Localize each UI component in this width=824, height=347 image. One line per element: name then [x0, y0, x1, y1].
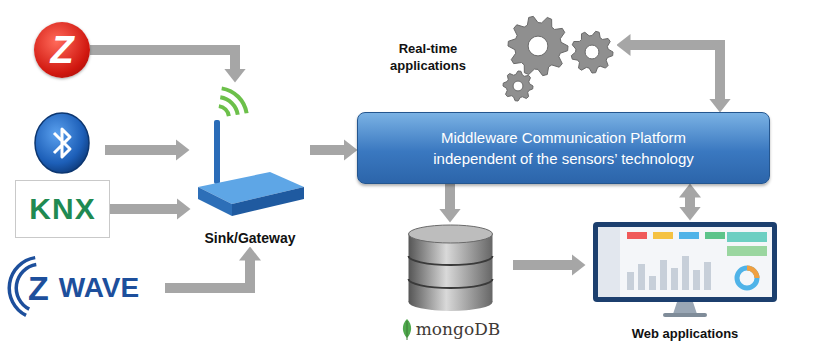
- db-ring: [409, 279, 493, 288]
- db-top: [409, 225, 493, 243]
- mongodb-label: mongoDB: [416, 319, 501, 339]
- zwave-letter: Z: [28, 271, 49, 305]
- realtime-apps: Real-time applications: [372, 10, 617, 105]
- web-apps: Web applications: [585, 220, 785, 342]
- flow-arrow: [90, 50, 235, 69]
- gateway-router: Sink/Gateway: [190, 82, 310, 247]
- flow-arrow: [110, 204, 177, 214]
- web-apps-art: [585, 220, 785, 342]
- db-body: [409, 234, 493, 302]
- zwave-text: WAVE: [59, 274, 139, 302]
- flow-arrow: [630, 45, 720, 99]
- flow-arrow: [685, 197, 695, 207]
- zwave-logo: Z WAVE: [10, 258, 165, 318]
- leaf-icon: [401, 318, 413, 340]
- signal-wave: [220, 95, 240, 115]
- database: mongoDB: [388, 222, 513, 340]
- flow-arrow: [165, 260, 250, 288]
- gear-hole: [585, 45, 599, 59]
- flow-arrow: [513, 260, 572, 270]
- gateway-label: Sink/Gateway: [204, 230, 295, 247]
- gear-hole: [513, 81, 523, 91]
- monitor: [593, 222, 777, 317]
- knx-text: KNX: [29, 194, 95, 224]
- gear-hole: [528, 36, 548, 56]
- signal-wave: [221, 86, 248, 113]
- db-label-row: mongoDB: [401, 318, 501, 340]
- router-side: [232, 187, 304, 216]
- gear: [508, 16, 568, 75]
- gear: [571, 31, 613, 73]
- zigbee-letter: Z: [50, 31, 73, 69]
- zigbee-icon: Z: [34, 22, 90, 78]
- middleware-platform: Middleware Communication Platform indepe…: [357, 112, 770, 184]
- knx-logo: KNX: [15, 180, 110, 238]
- antenna: [214, 120, 220, 184]
- db-ring: [409, 256, 493, 265]
- router-front: [198, 187, 232, 216]
- router-top: [198, 172, 304, 204]
- platform-label: Middleware Communication Platform indepe…: [411, 127, 716, 169]
- signal-wave: [219, 104, 231, 116]
- gear: [503, 71, 533, 101]
- flow-arrow: [445, 184, 455, 209]
- bluetooth-rune: [54, 129, 70, 157]
- web-label: Web applications: [632, 326, 739, 342]
- realtime-label: Real-time applications: [376, 41, 480, 75]
- bluetooth-arrow: [105, 145, 176, 155]
- bluetooth-icon: [35, 113, 89, 173]
- flow-arrow: [310, 145, 344, 155]
- gateway-router-art: [190, 82, 310, 247]
- db-bottom: [409, 293, 493, 311]
